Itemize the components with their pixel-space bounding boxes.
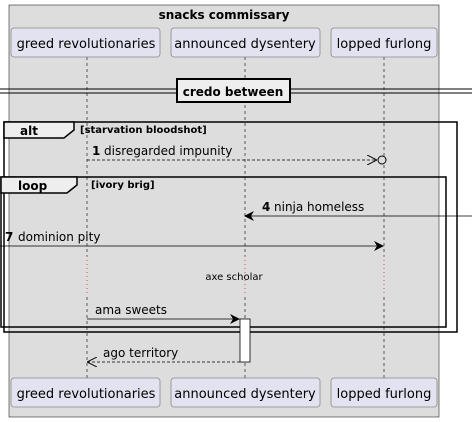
participant-furlong-bottom[interactable]: lopped furlong	[330, 377, 438, 408]
participant-label: lopped furlong	[337, 387, 432, 402]
participant-dysentery-top[interactable]: announced dysentery	[170, 27, 321, 58]
delay-label: axe scholar	[205, 272, 263, 283]
divider-label: credo between	[183, 85, 284, 99]
message-label: dominion pity	[18, 230, 100, 244]
participant-label: announced dysentery	[174, 387, 316, 402]
participant-greed-bottom[interactable]: greed revolutionaries	[10, 377, 161, 408]
loop-keyword: loop	[18, 179, 48, 193]
message-label: ama sweets	[95, 303, 167, 317]
message-ago-territory[interactable]: ago territory	[88, 346, 240, 362]
alt-keyword: alt	[20, 124, 38, 138]
message-label: ninja homeless	[274, 200, 364, 214]
message-label: ago territory	[103, 346, 178, 360]
alt-fragment: alt [starvation bloodshot]	[3, 121, 458, 333]
delay: axe scholar	[60, 256, 410, 296]
message-number: 4	[262, 200, 270, 214]
alt-guard: [starvation bloodshot]	[80, 125, 207, 136]
participant-label: greed revolutionaries	[17, 387, 156, 402]
message-7[interactable]: 7 dominion pity	[0, 230, 384, 251]
participant-label: announced dysentery	[174, 37, 316, 52]
loop-guard: [ivory brig]	[91, 180, 155, 191]
activation-bar	[239, 318, 251, 363]
participant-label: lopped furlong	[337, 37, 432, 52]
participant-label: greed revolutionaries	[17, 37, 156, 52]
participant-dysentery-bottom[interactable]: announced dysentery	[170, 377, 321, 408]
box-title: snacks commissary	[159, 8, 290, 22]
message-1[interactable]: 1 disregarded impunity	[87, 144, 387, 164]
message-label: disregarded impunity	[104, 144, 232, 158]
message-number: 1	[92, 144, 100, 158]
loop-fragment: loop [ivory brig]	[0, 176, 447, 328]
message-4[interactable]: 4 ninja homeless	[244, 200, 472, 221]
participant-furlong-top[interactable]: lopped furlong	[330, 27, 438, 58]
box-background	[8, 4, 440, 418]
message-number: 7	[5, 230, 13, 244]
divider: credo between	[0, 78, 472, 103]
participant-greed-top[interactable]: greed revolutionaries	[10, 27, 161, 58]
message-ama-sweets[interactable]: ama sweets	[87, 303, 240, 324]
